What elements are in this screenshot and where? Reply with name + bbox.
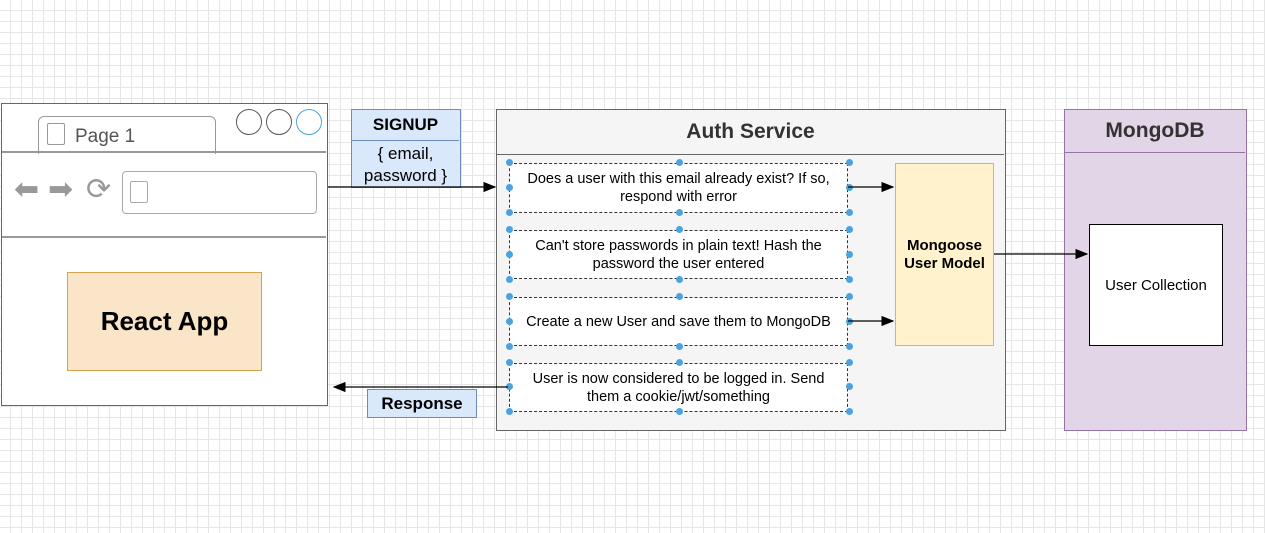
step-create-user[interactable]: Create a new User and save them to Mongo… xyxy=(509,297,848,346)
selection-handle[interactable] xyxy=(675,275,683,283)
react-app-box[interactable]: React App xyxy=(67,272,262,371)
signup-body: { email, password } xyxy=(352,143,459,187)
selection-handle[interactable] xyxy=(505,358,513,366)
window-button-1[interactable] xyxy=(236,109,262,135)
signup-title: SIGNUP xyxy=(352,110,459,141)
selection-handle[interactable] xyxy=(845,358,853,366)
reload-icon[interactable]: ⟳ xyxy=(86,173,112,206)
selection-handle[interactable] xyxy=(675,158,683,166)
step-logged-in[interactable]: User is now considered to be logged in. … xyxy=(509,363,848,412)
selection-handle[interactable] xyxy=(505,250,513,258)
selection-handle[interactable] xyxy=(505,407,513,415)
step-hash-password[interactable]: Can't store passwords in plain text! Has… xyxy=(509,230,848,279)
forward-arrow-icon[interactable]: ➡ xyxy=(48,173,74,206)
step-line: Does a user with this email already exis… xyxy=(527,171,830,187)
step-line: Create a new User and save them to Mongo… xyxy=(526,313,831,330)
selection-handle[interactable] xyxy=(675,208,683,216)
selection-handle[interactable] xyxy=(675,292,683,300)
selection-handle[interactable] xyxy=(845,407,853,415)
selection-handle[interactable] xyxy=(675,225,683,233)
selection-handle[interactable] xyxy=(845,225,853,233)
selection-handle[interactable] xyxy=(505,158,513,166)
selection-handle[interactable] xyxy=(505,317,513,325)
content-separator xyxy=(2,236,326,238)
step-line: respond with error xyxy=(620,189,737,205)
step-line: User is now considered to be logged in. … xyxy=(532,370,825,387)
selection-handle[interactable] xyxy=(845,292,853,300)
user-collection-box[interactable]: User Collection xyxy=(1089,224,1223,346)
back-arrow-icon[interactable]: ⬅ xyxy=(14,173,40,206)
browser-window: Page 1 ⬅ ➡ ⟳ React App xyxy=(1,103,328,406)
document-icon xyxy=(130,181,148,203)
selection-handle[interactable] xyxy=(675,342,683,350)
toolbar-separator xyxy=(2,151,326,153)
tab-label: Page 1 xyxy=(75,126,136,147)
selection-handle[interactable] xyxy=(845,250,853,258)
page-icon xyxy=(47,123,65,145)
model-line2: User Model xyxy=(904,254,985,272)
selection-handle[interactable] xyxy=(845,275,853,283)
selection-handle[interactable] xyxy=(675,358,683,366)
signup-body-line2: password } xyxy=(363,166,448,185)
selection-handle[interactable] xyxy=(505,225,513,233)
signup-body-line1: { email, xyxy=(377,144,434,163)
selection-handle[interactable] xyxy=(505,183,513,191)
mongodb-title: MongoDB xyxy=(1065,110,1245,153)
window-button-3[interactable] xyxy=(296,109,322,135)
step-line: them a cookie/jwt/something xyxy=(587,388,770,405)
response-label[interactable]: Response xyxy=(367,389,477,418)
selection-handle[interactable] xyxy=(505,292,513,300)
selection-handle[interactable] xyxy=(505,208,513,216)
selection-handle[interactable] xyxy=(505,383,513,390)
selection-handle[interactable] xyxy=(505,342,513,350)
auth-service-title: Auth Service xyxy=(497,110,1004,155)
selection-handle[interactable] xyxy=(845,383,853,390)
selection-handle[interactable] xyxy=(845,342,853,350)
step-line: Can't store passwords in plain text! Has… xyxy=(535,237,822,254)
selection-handle[interactable] xyxy=(845,158,853,166)
selection-handle[interactable] xyxy=(675,407,683,415)
step-line: password the user entered xyxy=(592,255,765,272)
signup-label[interactable]: SIGNUP { email, password } xyxy=(351,109,461,188)
browser-tab[interactable]: Page 1 xyxy=(38,116,216,154)
url-bar[interactable] xyxy=(122,171,317,214)
selection-handle[interactable] xyxy=(845,208,853,216)
selection-handle[interactable] xyxy=(505,275,513,283)
window-button-2[interactable] xyxy=(266,109,292,135)
model-line1: Mongoose xyxy=(906,236,982,254)
